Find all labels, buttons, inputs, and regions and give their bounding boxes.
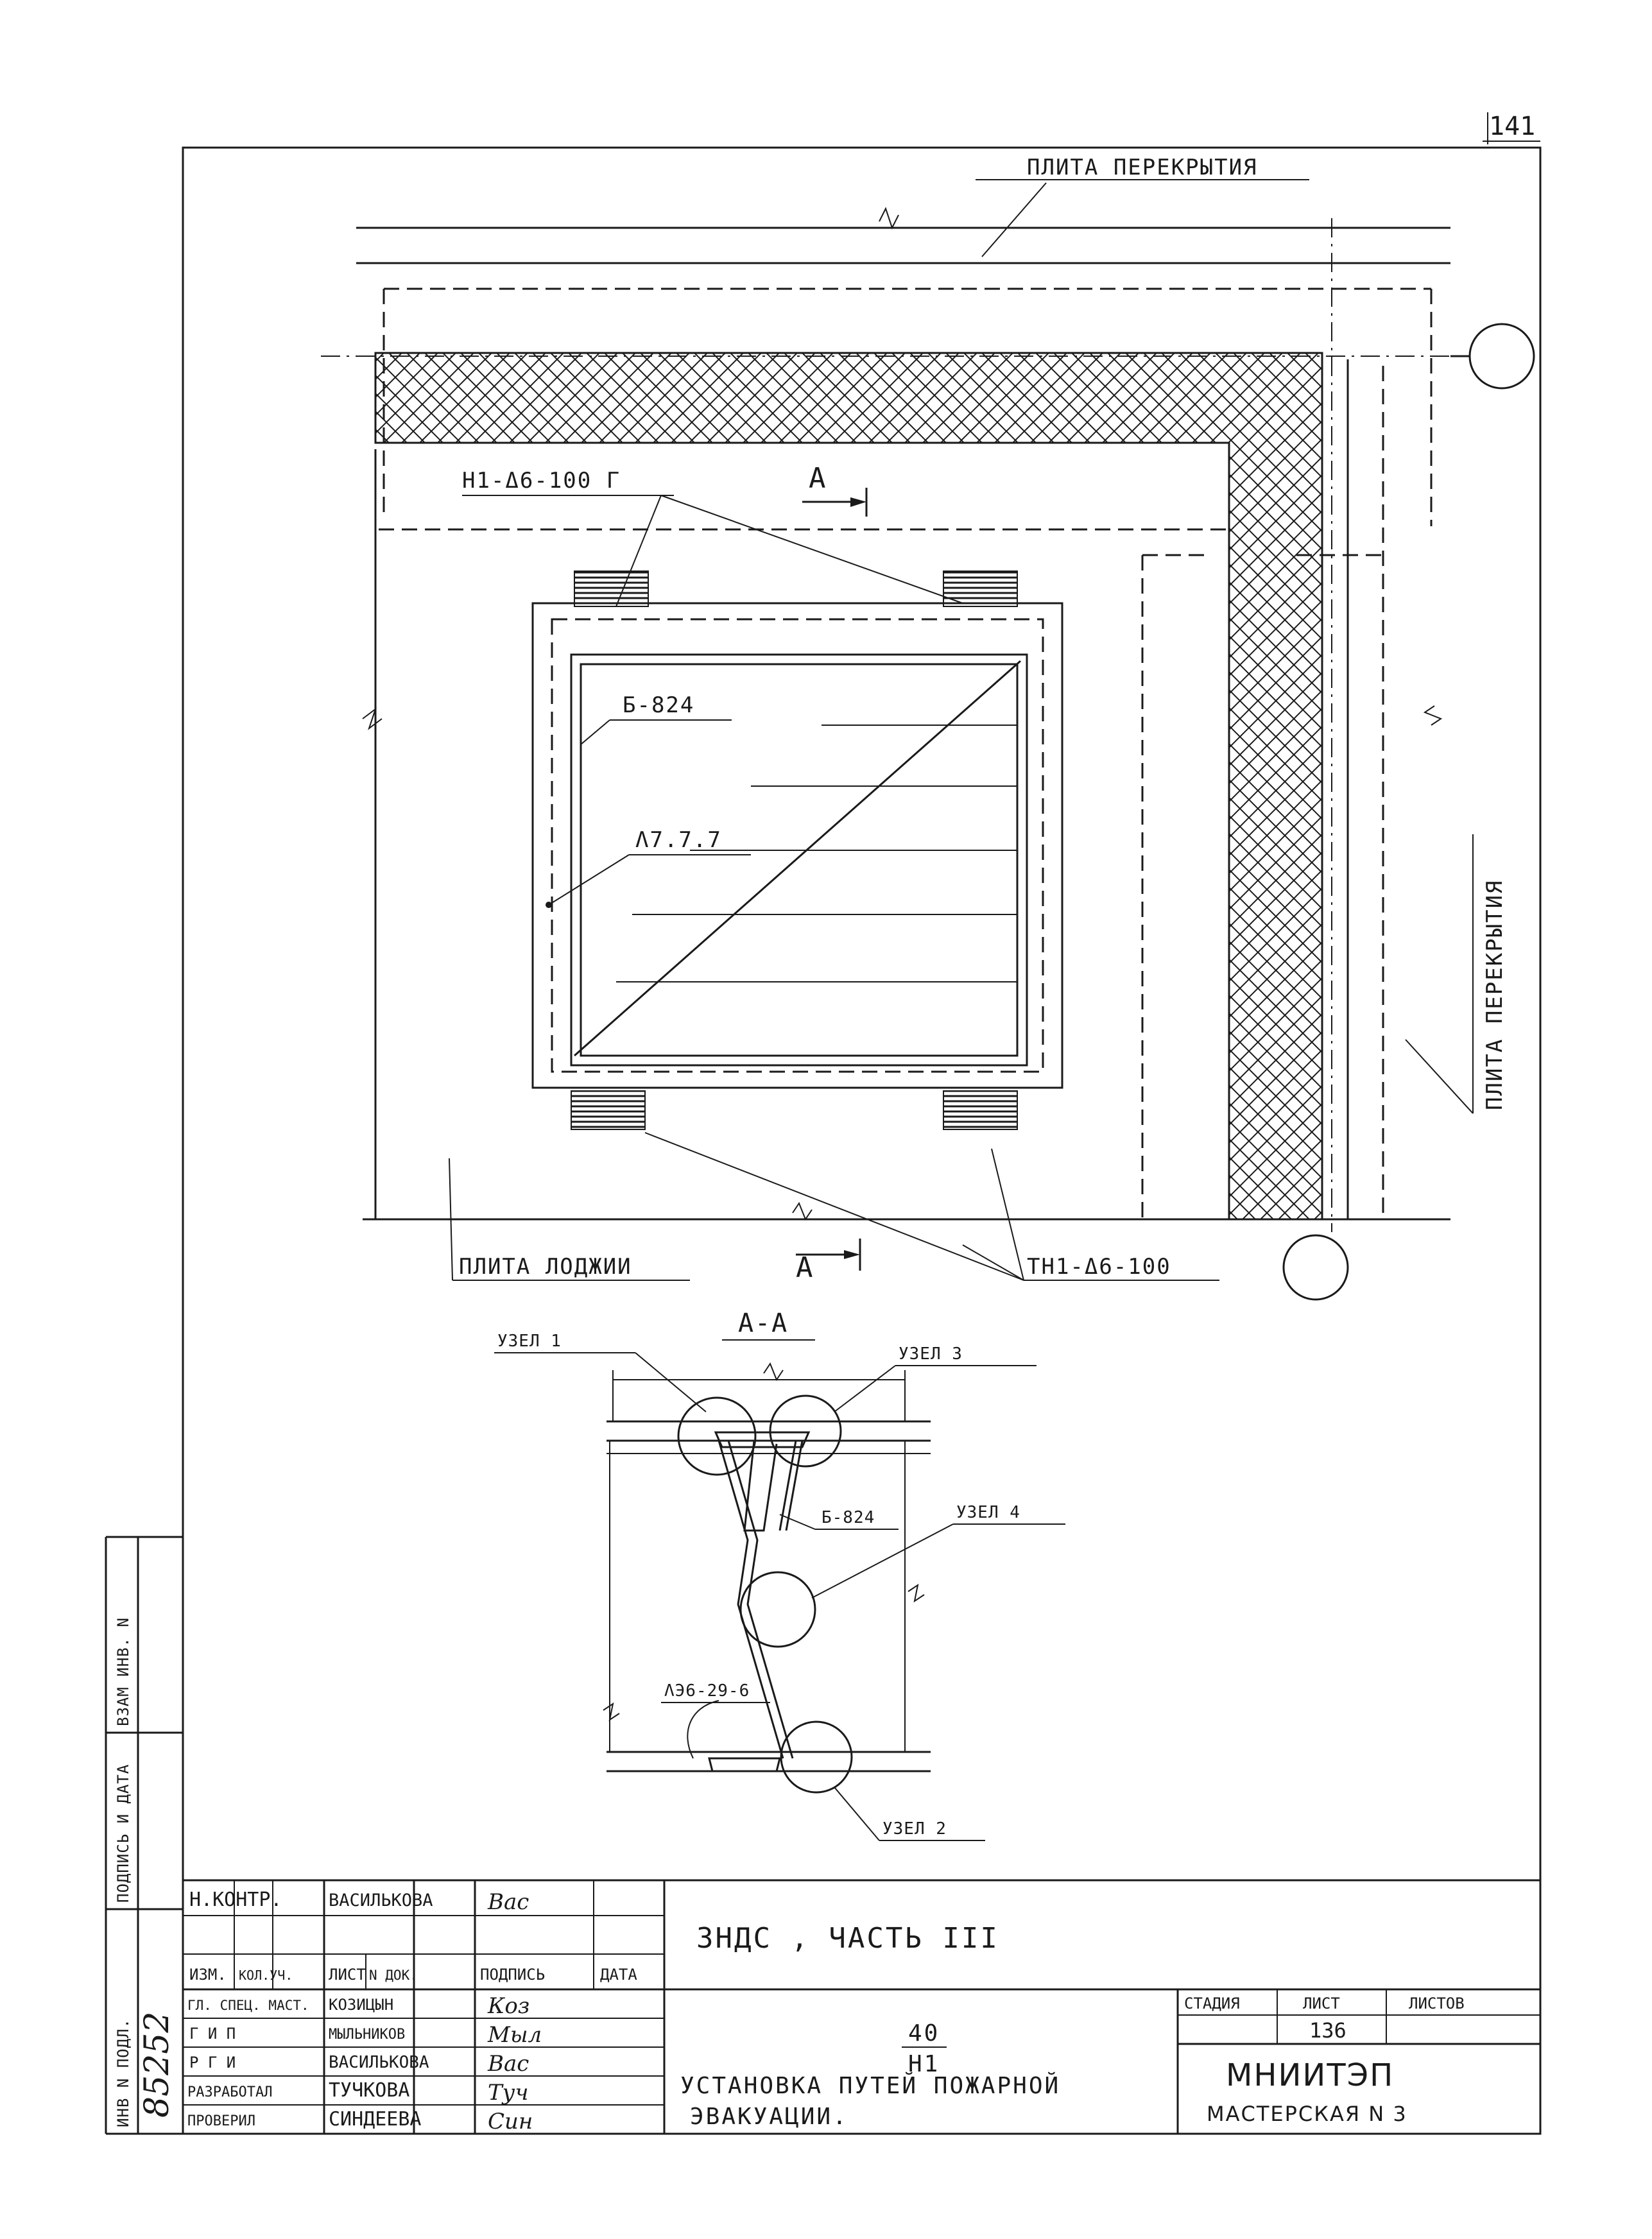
tb-stage-label: СТАДИЯ: [1184, 1995, 1240, 2012]
tb-row-name: КОЗИЦЫН: [329, 1996, 393, 2014]
tb-row-role: Н.КОНТР.: [189, 1889, 282, 1911]
label-b824-section: Б-824: [822, 1508, 875, 1527]
node-1-label: УЗЕЛ 1: [497, 1332, 562, 1351]
label-n1-bottom: ТН1-Δ6-100: [1027, 1254, 1171, 1280]
title-block: ИЗМ. КОЛ.УЧ. ЛИСТ N ДОК. ПОДПИСЬ ДАТА Н.…: [183, 1879, 1540, 2134]
axis-bubble-top: [1468, 323, 1535, 390]
label-slab-top: ПЛИТА ПЕРЕКРЫТИЯ: [1027, 155, 1258, 180]
tb-header-list: ЛИСТ: [329, 1966, 366, 1984]
tb-row-name: СИНДЕЕВА: [329, 2108, 422, 2131]
section-title: А-А: [738, 1308, 788, 1338]
tb-row-role: Г И П: [189, 2025, 236, 2043]
tb-row-name: ВАСИЛЬКОВА: [329, 1891, 433, 1910]
anchor-plate: [943, 570, 1018, 607]
tb-row-name: ВАСИЛЬКОВА: [329, 2053, 429, 2072]
anchor-plate: [943, 1090, 1018, 1130]
label-loggia: ПЛИТА ЛОДЖИИ: [459, 1254, 632, 1280]
tb-row-role: Р Г И: [189, 2054, 236, 2072]
tb-workshop: МАСТЕРСКАЯ N 3: [1207, 2102, 1407, 2126]
section-mark-top: А: [809, 462, 827, 495]
side-stamp: ВЗАМ ИНВ. N ПОДПИСЬ И ДАТА ИНВ N ПОДЛ. 8…: [105, 1536, 183, 2135]
tb-row-signature: Коз: [487, 1993, 529, 2019]
node-circle-4: [739, 1571, 816, 1648]
tb-sheet-label: ЛИСТ: [1303, 1995, 1340, 2012]
node-3-label: УЗЕЛ 3: [899, 1344, 963, 1364]
section-a-a: А-А УЗЕЛ 1 УЗЕЛ 3: [494, 1308, 1065, 1841]
tb-row-name: ТУЧКОВА: [329, 2079, 409, 2102]
node-circle-3: [769, 1394, 842, 1468]
tb-header-izm: ИЗМ.: [189, 1966, 227, 1984]
tb-row-role: ПРОВЕРИЛ: [187, 2113, 255, 2129]
page-number: 141: [1489, 112, 1535, 141]
drawing-frame: [182, 146, 1542, 2135]
tb-row-signature: Мыл: [487, 2022, 542, 2048]
tb-header-data: ДАТА: [600, 1966, 637, 1984]
tb-code-top: 40: [908, 2020, 940, 2046]
stamp-inv-podl: ИНВ N ПОДЛ.: [114, 2018, 132, 2127]
tb-header-kol: КОЛ.УЧ.: [239, 1968, 293, 1983]
plan-view: ПЛИТА ПЕРЕКРЫТИЯ Н1-Δ6-100 Г А Б-824 Λ7.…: [321, 155, 1535, 1301]
tb-header-ndok: N ДОК.: [369, 1968, 418, 1983]
label-l777: Λ7.7.7: [635, 827, 722, 853]
tb-title-line1: УСТАНОВКА ПУТЕЙ ПОЖАРНОЙ: [680, 2072, 1060, 2099]
label-ladder: ΛЭ6-29-6: [664, 1681, 750, 1701]
tb-header-podpis: ПОДПИСЬ: [480, 1966, 545, 1984]
node-4-label: УЗЕЛ 4: [956, 1503, 1020, 1522]
tb-row-role: РАЗРАБОТАЛ: [187, 2084, 272, 2100]
stamp-inv-number: 85252: [138, 2012, 176, 2118]
node-circle-1: [677, 1396, 757, 1476]
node-2-label: УЗЕЛ 2: [882, 1819, 947, 1839]
tb-sheets-label: ЛИСТОВ: [1409, 1995, 1465, 2012]
label-b824: Б-824: [623, 692, 694, 718]
label-slab-right: ПЛИТА ПЕРЕКРЫТИЯ: [1482, 879, 1508, 1110]
stamp-podpis-data: ПОДПИСЬ И ДАТА: [114, 1764, 132, 1903]
tb-project: ЗНДС , ЧАСТЬ III: [696, 1922, 999, 1955]
node-circle-2: [780, 1720, 853, 1794]
stamp-vzam: ВЗАМ ИНВ. N: [114, 1617, 132, 1726]
tb-title-line2: ЭВАКУАЦИИ.: [690, 2104, 848, 2130]
anchor-plate: [571, 1090, 646, 1130]
section-mark-bottom: А: [796, 1251, 814, 1284]
tb-row-signature: Туч: [488, 2080, 529, 2106]
axis-bubble-bottom: [1282, 1234, 1349, 1301]
tb-row-signature: Вас: [487, 1889, 529, 1915]
tb-row-signature: Вас: [487, 2051, 529, 2077]
tb-row-role: ГЛ. СПЕЦ. МАСТ.: [187, 1998, 309, 2013]
anchor-plate: [574, 570, 649, 607]
tb-row-name: МЫЛЬНИКОВ: [329, 2027, 405, 2043]
label-n1-top: Н1-Δ6-100 Г: [462, 468, 621, 493]
tb-org: МНИИТЭП: [1226, 2057, 1394, 2093]
tb-code-bottom: Н1: [908, 2051, 940, 2077]
tb-sheet-value: 136: [1309, 2018, 1347, 2043]
tb-row-signature: Син: [488, 2109, 533, 2134]
